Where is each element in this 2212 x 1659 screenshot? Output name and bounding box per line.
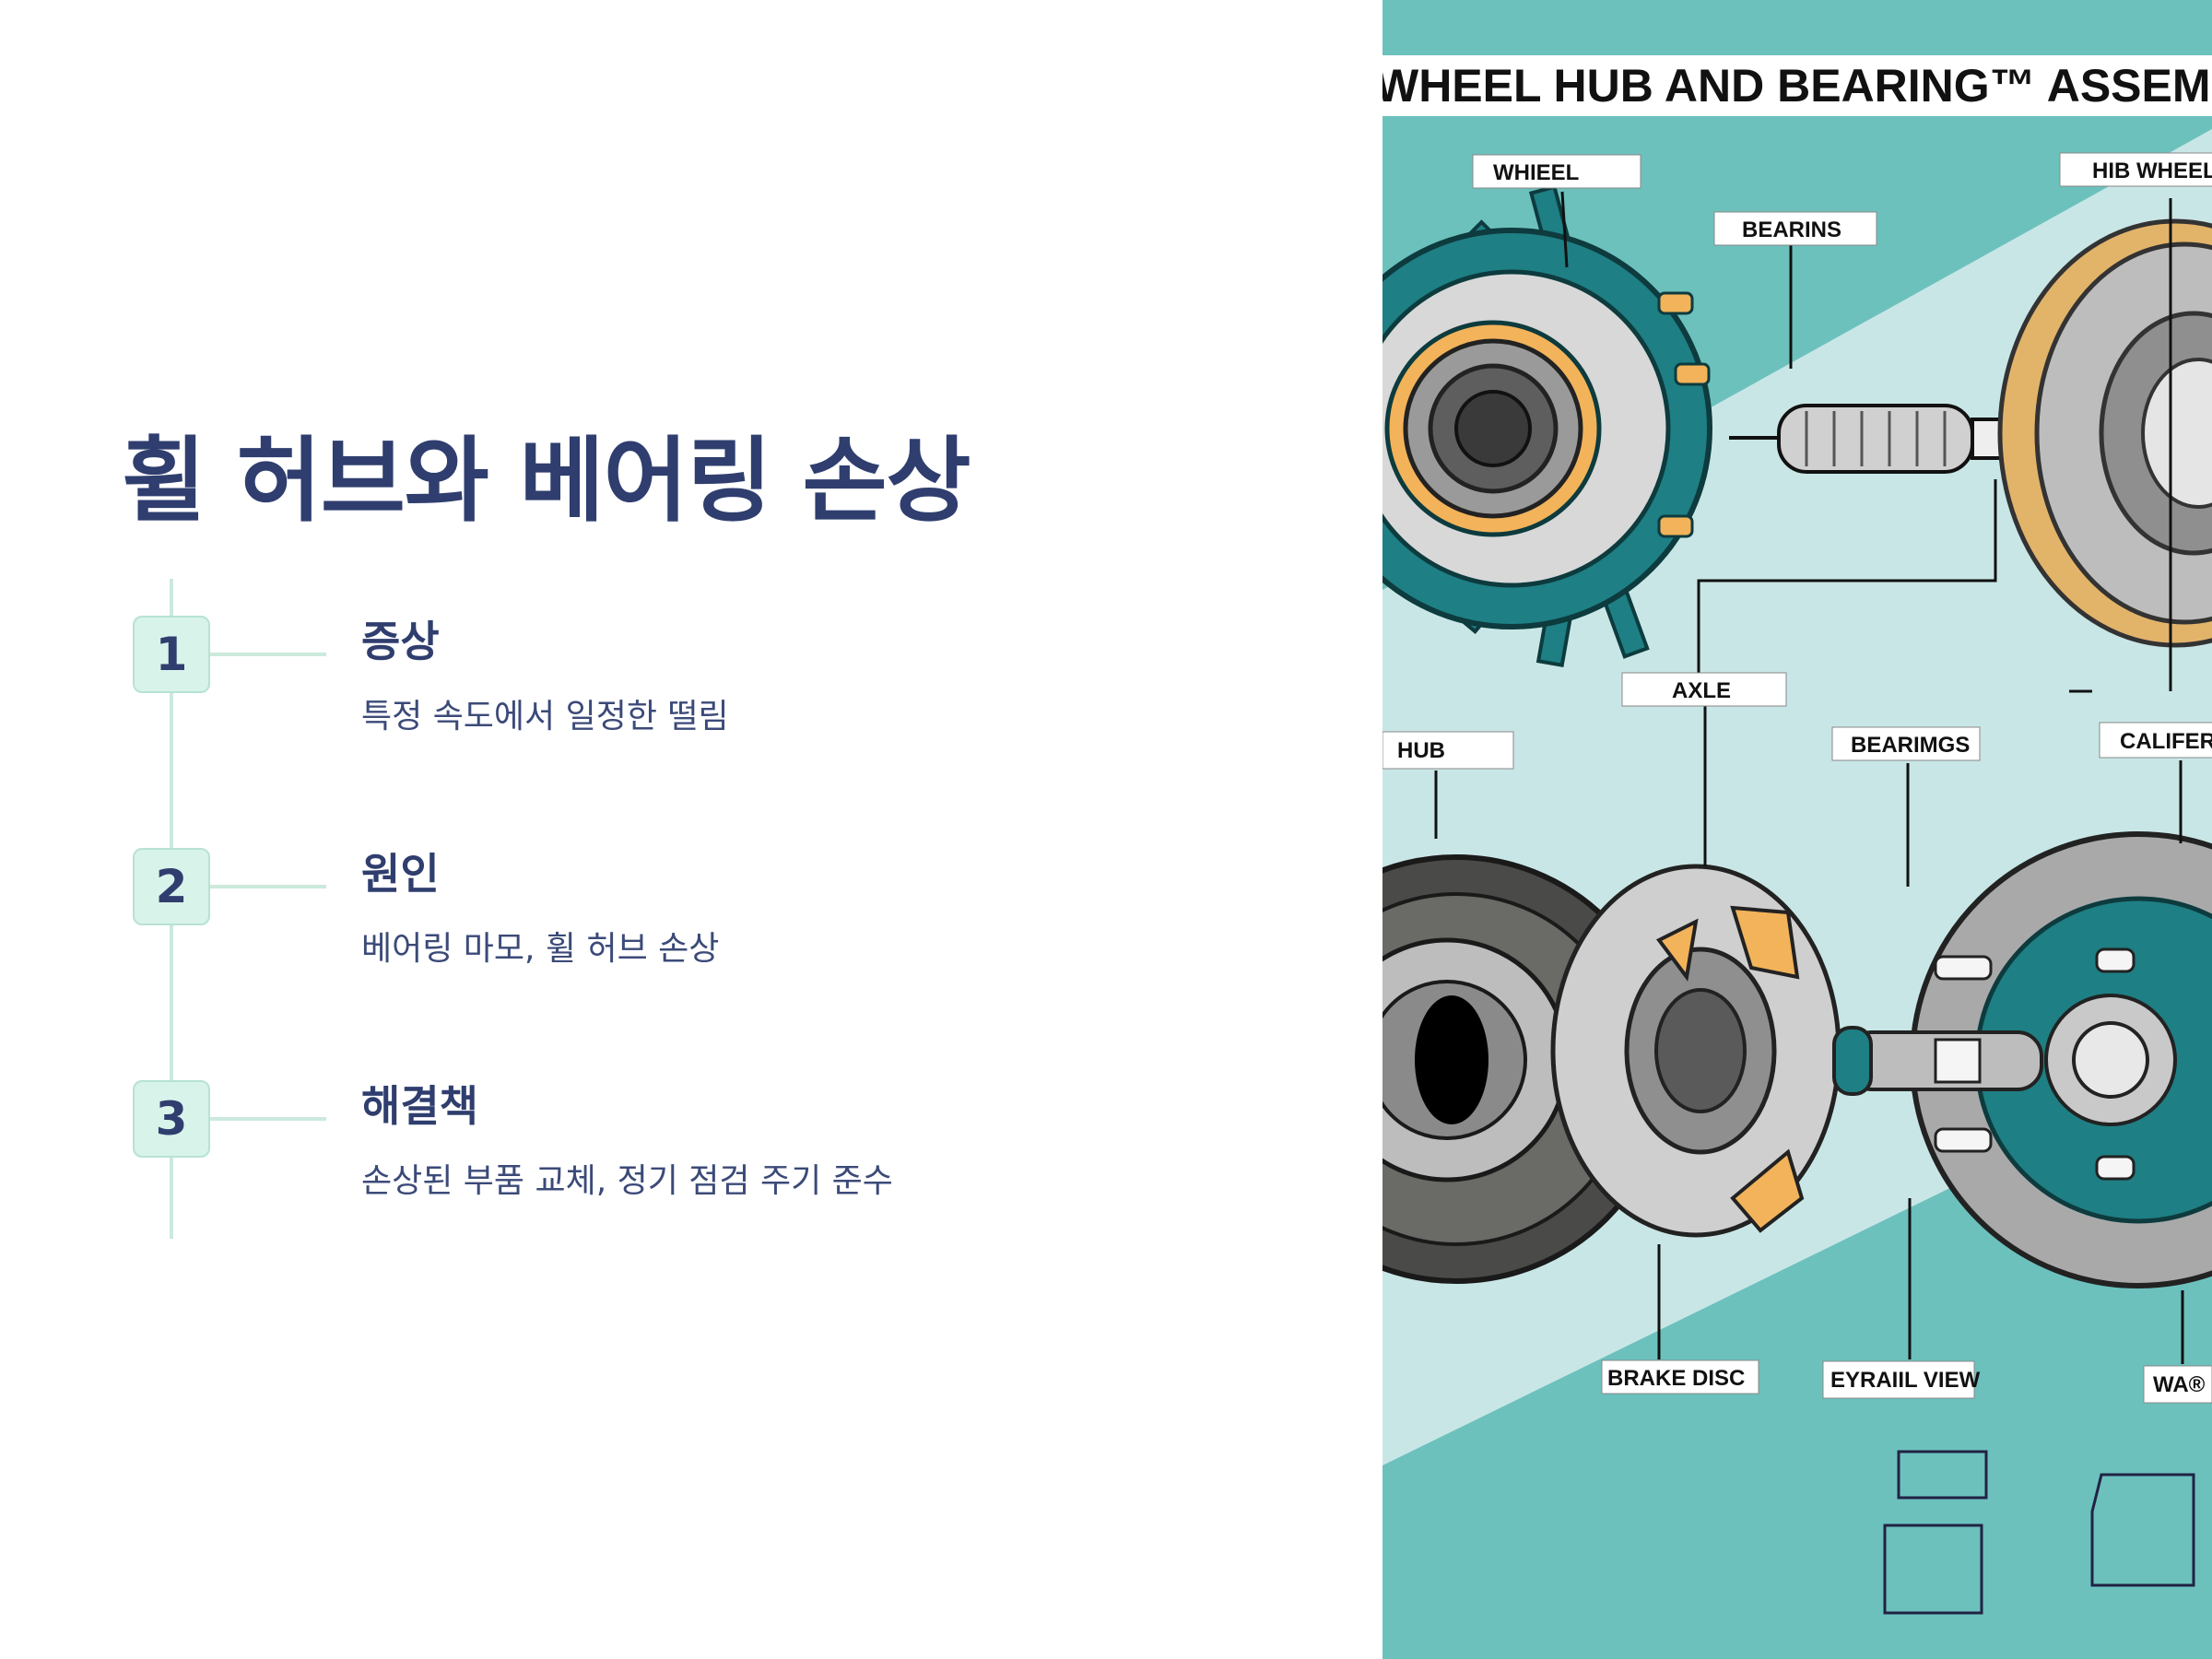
label-hib-wheel-text: HIB WHEEL: [2092, 159, 2212, 183]
step-connector-3: [210, 1117, 326, 1121]
step-connector-2: [210, 885, 326, 888]
wheel-hub-illustration: WHEEL HUB AND BEARING™ ASSEMBLY: [1382, 0, 2212, 1659]
label-eyraiil-view: EYRAIIL VIEW: [1822, 1360, 1981, 1399]
diagram-banner: [1382, 55, 2212, 116]
rotor-hub-part: [1832, 831, 2212, 1288]
step-description-2: 베어링 마모, 휠 허브 손상: [361, 930, 720, 968]
label-axle-text: AXLE: [1672, 678, 1731, 703]
step-description-3: 손상된 부품 교체, 정기 점검 주기 준수: [361, 1162, 893, 1200]
label-hub-text: HUB: [1397, 738, 1445, 763]
label-wheel-text: WHIEEL: [1493, 160, 1579, 185]
label-bearimgs-text: BEARIMGS: [1851, 733, 1970, 758]
label-bearins-text: BEARINS: [1742, 218, 1841, 242]
step-number-2: 2: [133, 848, 210, 925]
wheel-hub-diagram: WHEEL HUB AND BEARING™ ASSEMBLY: [1382, 0, 2212, 1659]
label-hib-wheel: HIB WHEEL: [2059, 152, 2212, 187]
diagram-banner-text: WHEEL HUB AND BEARING™ ASSEMBLY: [1382, 60, 2212, 112]
label-axle: AXLE: [1621, 672, 1787, 707]
step-heading-2: 원인: [361, 849, 440, 899]
top-right-disc: [1997, 218, 2212, 648]
step-heading-1: 증상: [361, 617, 440, 666]
label-wheel: WHIEEL: [1472, 154, 1641, 189]
label-brake-disc: BRAKE DISC: [1601, 1359, 1759, 1394]
label-califer: CALIFER: [2099, 722, 2212, 759]
slide-title: 휠 허브와 베어링 손상: [122, 427, 971, 535]
top-hub-assembly: [1382, 184, 1712, 668]
step-number-3: 3: [133, 1080, 210, 1158]
label-eyraiil-view-text: EYRAIIL VIEW: [1830, 1368, 1981, 1393]
label-wa-text: WA®: [2153, 1372, 2206, 1397]
lower-schematics: [1883, 1450, 2195, 1615]
label-hub: HUB: [1382, 731, 1514, 770]
label-brake-disc-text: BRAKE DISC: [1607, 1366, 1745, 1391]
label-bearins: BEARINS: [1713, 211, 1877, 246]
step-connector-1: [210, 653, 326, 656]
step-number-1: 1: [133, 616, 210, 693]
label-califer-text: CALIFER: [2120, 729, 2212, 754]
bearing-plate-part: [1550, 864, 1841, 1238]
label-bearimgs: BEARIMGS: [1831, 726, 1981, 761]
step-description-1: 특정 속도에서 일정한 떨림: [361, 698, 729, 735]
label-wa: WA®: [2143, 1365, 2212, 1404]
step-heading-3: 해결책: [361, 1081, 478, 1131]
leader-lines: [1434, 191, 2184, 1364]
